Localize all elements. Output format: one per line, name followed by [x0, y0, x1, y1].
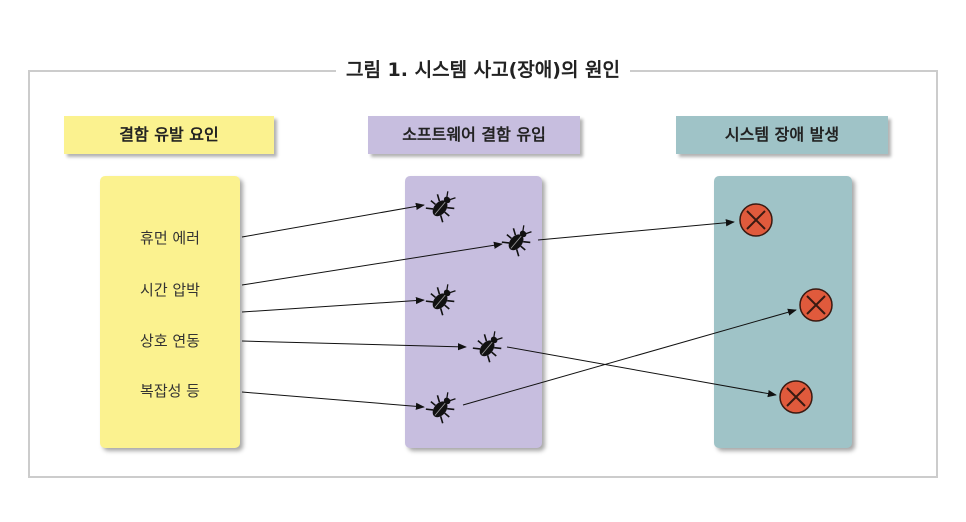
- factor-complexity: 복잡성 등: [140, 382, 200, 400]
- arrow-human-error-to-bug-1: [241, 202, 425, 238]
- header-failures: 시스템 장애 발생: [676, 116, 888, 154]
- arrow-interworking-to-bug-4: [241, 340, 467, 351]
- failure-x-icon: [739, 203, 773, 237]
- injection-column: [405, 176, 542, 448]
- bug-icon: [424, 185, 462, 224]
- bug-icon: [424, 278, 462, 317]
- failure-x-icon: [799, 288, 833, 322]
- factor-time-pressure: 시간 압박: [140, 281, 200, 299]
- bug-icon: [471, 325, 509, 364]
- failure-icons: [739, 203, 833, 414]
- arrow-time-pressure-to-bug-2: [241, 241, 503, 286]
- header-causes: 결함 유발 요인: [64, 116, 274, 154]
- arrow-bug-5-to-failure-2: [462, 308, 797, 406]
- bug-icon: [424, 386, 462, 425]
- causes-column: [100, 176, 240, 448]
- failure-x-icon: [779, 380, 813, 414]
- arrow-time-pressure-to-bug-3: [241, 296, 425, 313]
- factor-human-error: 휴먼 에러: [140, 229, 200, 247]
- factor-interworking: 상호 연동: [140, 332, 200, 350]
- arrow-bug-2-to-failure-1: [537, 219, 735, 241]
- arrow-bug-4-to-failure-3: [506, 346, 777, 398]
- bug-icon: [500, 219, 538, 258]
- arrow-complexity-to-bug-5: [241, 391, 425, 410]
- connection-arrows: [241, 202, 797, 410]
- header-injection: 소프트웨어 결함 유입: [368, 116, 580, 154]
